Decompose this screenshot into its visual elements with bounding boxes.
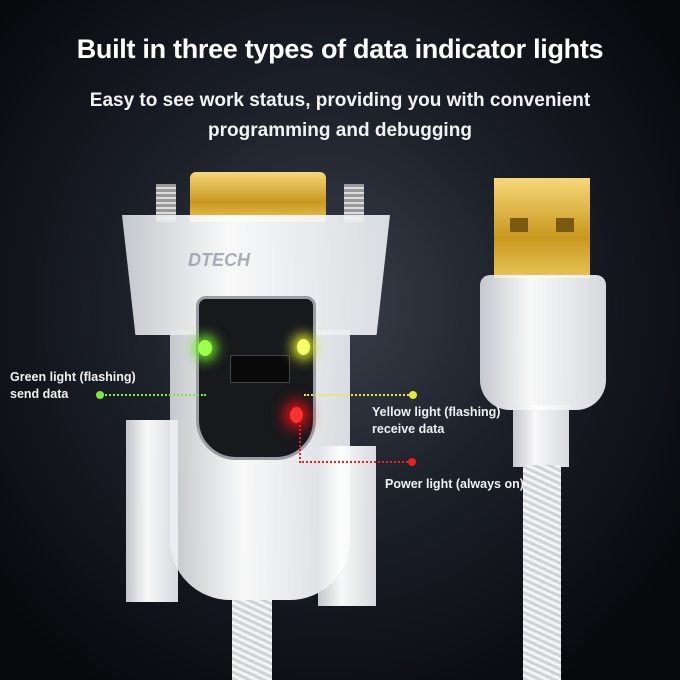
headline: Built in three types of data indicator l…: [76, 34, 604, 64]
subtitle-line-1: Easy to see work status, providing you w…: [89, 90, 591, 111]
yellow-indicator-label: Yellow light (flashing) receive data: [372, 404, 500, 438]
usb-gold-plug: [494, 178, 590, 278]
left-clip: [126, 420, 178, 602]
usb-strain-relief: [513, 405, 569, 467]
red-callout-line: [299, 420, 411, 463]
usb-slot-right: [556, 218, 574, 232]
green-led: [198, 340, 212, 356]
red-led: [290, 407, 303, 423]
yellow-label-line1: Yellow light (flashing): [372, 405, 501, 419]
screw-left: [156, 184, 176, 222]
db9-gold-shell: [190, 172, 326, 222]
yellow-label-line2: receive data: [372, 422, 445, 436]
green-indicator-label: Green light (flashing) send data: [10, 369, 136, 403]
red-callout-dot: [408, 458, 416, 466]
green-callout-line: [102, 394, 206, 396]
red-indicator-label: Power light (always on): [385, 477, 524, 491]
brand-logo: DTECH: [188, 250, 250, 270]
yellow-led: [297, 339, 310, 355]
screw-right: [344, 184, 364, 222]
usb-slot-left: [510, 218, 528, 232]
green-label-line2: send data: [10, 387, 69, 401]
yellow-callout-dot: [409, 391, 417, 399]
green-label-line1: Green light (flashing): [10, 370, 136, 384]
chip: [230, 355, 290, 383]
db9-cable: [232, 600, 272, 680]
usb-cable: [523, 465, 561, 680]
subtitle-line-2: programming and debugging: [208, 120, 472, 141]
usb-housing: [480, 275, 606, 410]
yellow-callout-line: [304, 394, 412, 396]
green-callout-dot: [96, 391, 104, 399]
right-clip: [318, 446, 376, 606]
pcb-window: [196, 296, 316, 460]
